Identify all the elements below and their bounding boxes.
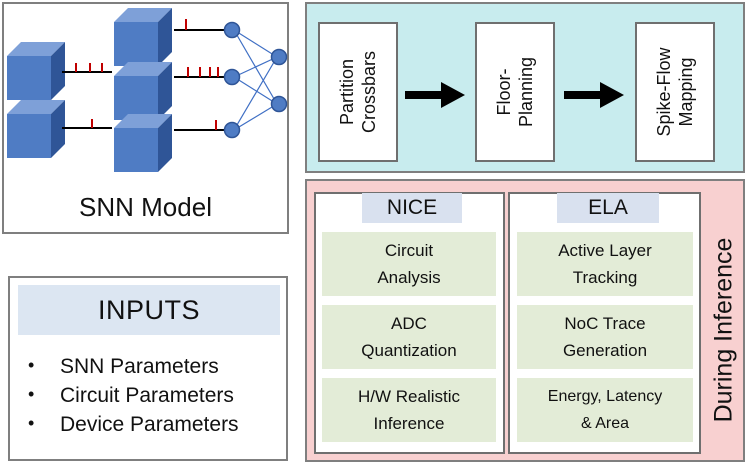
cell-line: & Area bbox=[580, 415, 630, 432]
spike-markers bbox=[185, 19, 219, 130]
cell-line: Energy, Latency bbox=[547, 388, 663, 405]
step-floor-planning: Floor- Planning bbox=[475, 22, 555, 162]
ela-title: ELA bbox=[557, 193, 659, 223]
cell-line: Analysis bbox=[377, 268, 441, 287]
arrow-right-icon bbox=[405, 82, 465, 108]
arrow-right-icon bbox=[564, 82, 624, 108]
nice-cell-adc-quantization: ADC Quantization bbox=[322, 305, 496, 369]
cell-line: Active Layer bbox=[558, 241, 652, 260]
snn-model-title: SNN Model bbox=[79, 192, 212, 222]
neuron-nodes bbox=[223, 21, 288, 139]
during-inference-label-container: During Inference bbox=[704, 238, 744, 423]
crossbar-cube bbox=[7, 100, 65, 158]
step-label-line: Planning bbox=[516, 56, 536, 128]
step-label-line: Crossbars bbox=[359, 50, 379, 134]
input-item-circuit-parameters: Circuit Parameters bbox=[60, 384, 234, 407]
step-label-line: Partition bbox=[337, 58, 357, 126]
input-item-device-parameters: Device Parameters bbox=[60, 413, 239, 436]
spike-markers bbox=[75, 63, 103, 128]
step-partition-crossbars: Partition Crossbars bbox=[318, 22, 398, 162]
cell-line: Quantization bbox=[361, 341, 457, 360]
cell-line: ADC bbox=[391, 314, 427, 333]
spike-train bbox=[174, 29, 224, 131]
bullet-icon: • bbox=[28, 384, 35, 404]
input-item-snn-parameters: SNN Parameters bbox=[60, 355, 219, 378]
cell-line: NoC Trace bbox=[564, 314, 646, 333]
cell-line: Circuit bbox=[384, 241, 434, 260]
bullet-icon: • bbox=[28, 355, 35, 375]
during-inference-label: During Inference bbox=[709, 237, 738, 423]
crossbar-cube bbox=[114, 8, 172, 66]
step-label-line: Spike-Flow bbox=[654, 47, 674, 137]
nice-cell-circuit-analysis: Circuit Analysis bbox=[322, 232, 496, 296]
spike-train bbox=[62, 71, 112, 129]
cell-line: H/W Realistic bbox=[357, 387, 460, 406]
step-label-line: Mapping bbox=[676, 57, 696, 127]
cell-line: Inference bbox=[373, 414, 445, 433]
cell-line: Tracking bbox=[572, 268, 638, 287]
cell-line: Generation bbox=[562, 341, 648, 360]
step-spike-flow-mapping: Spike-Flow Mapping bbox=[635, 22, 715, 162]
crossbar-cube bbox=[114, 62, 172, 120]
ela-cell-active-layer-tracking: Active Layer Tracking bbox=[517, 232, 693, 296]
crossbar-cube bbox=[7, 42, 65, 100]
step-label-line: Floor- bbox=[494, 68, 514, 116]
network-edges bbox=[233, 29, 278, 131]
nice-title: NICE bbox=[362, 193, 462, 223]
nice-cell-hw-realistic-inference: H/W Realistic Inference bbox=[322, 378, 496, 442]
ela-cell-energy-latency-area: Energy, Latency & Area bbox=[517, 378, 693, 442]
bullet-icon: • bbox=[28, 413, 35, 433]
crossbar-cube bbox=[114, 114, 172, 172]
ela-cell-noc-trace-generation: NoC Trace Generation bbox=[517, 305, 693, 369]
inputs-title: INPUTS bbox=[18, 285, 280, 335]
snn-illustration bbox=[7, 8, 288, 172]
